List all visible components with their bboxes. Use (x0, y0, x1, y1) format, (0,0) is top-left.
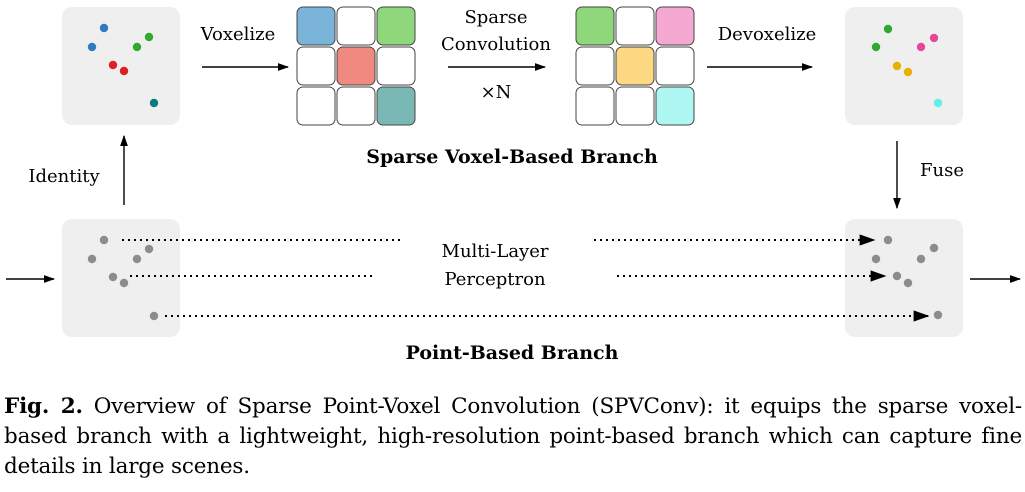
point (871, 42, 881, 52)
point (929, 33, 939, 43)
point (99, 235, 109, 245)
mlp-dotted-arrows (122, 234, 930, 322)
point (108, 60, 118, 70)
point (892, 271, 902, 281)
point (933, 310, 943, 320)
devoxelize-label: Devoxelize (718, 24, 817, 45)
point (87, 254, 97, 264)
voxel-branch-title: Sparse Voxel-Based Branch (366, 146, 658, 168)
voxelize-label: Voxelize (200, 24, 276, 45)
input-voxel-panel (62, 7, 180, 125)
point (883, 235, 893, 245)
devoxelized-panel (845, 7, 963, 125)
mlp-label-line1: Multi-Layer (442, 241, 549, 262)
point (149, 98, 159, 108)
input-voxel-grid (296, 6, 416, 126)
point (119, 278, 129, 288)
point (883, 24, 893, 34)
point (916, 42, 926, 52)
caption-text: Overview of Sparse Point-Voxel Convoluti… (4, 394, 1022, 479)
fused-point-panel (845, 219, 963, 337)
convolution-label: Convolution (441, 34, 551, 55)
fuse-label: Fuse (920, 160, 964, 181)
point (903, 67, 913, 77)
point (132, 254, 142, 264)
times-n-label: ×N (481, 82, 512, 103)
point (99, 23, 109, 33)
point (871, 254, 881, 264)
point (929, 243, 939, 253)
output-voxel-grid (575, 6, 695, 126)
point (149, 311, 159, 321)
point (108, 272, 118, 282)
identity-label: Identity (28, 166, 100, 187)
input-point-panel (62, 219, 180, 337)
point (903, 278, 913, 288)
point (916, 254, 926, 264)
point (892, 61, 902, 71)
figure-caption: Fig. 2. Overview of Sparse Point-Voxel C… (4, 392, 1022, 482)
figure-label: Fig. 2. (4, 394, 83, 419)
mlp-label-line2: Perceptron (444, 269, 545, 290)
sparse-label: Sparse (464, 7, 527, 28)
point (144, 32, 154, 42)
point (87, 42, 97, 52)
point-branch-title: Point-Based Branch (406, 342, 619, 364)
point (132, 42, 142, 52)
point (933, 98, 943, 108)
point (144, 244, 154, 254)
point (119, 66, 129, 76)
spvconv-diagram: Voxelize Sparse Convolution ×N Devoxeliz… (6, 6, 1022, 364)
